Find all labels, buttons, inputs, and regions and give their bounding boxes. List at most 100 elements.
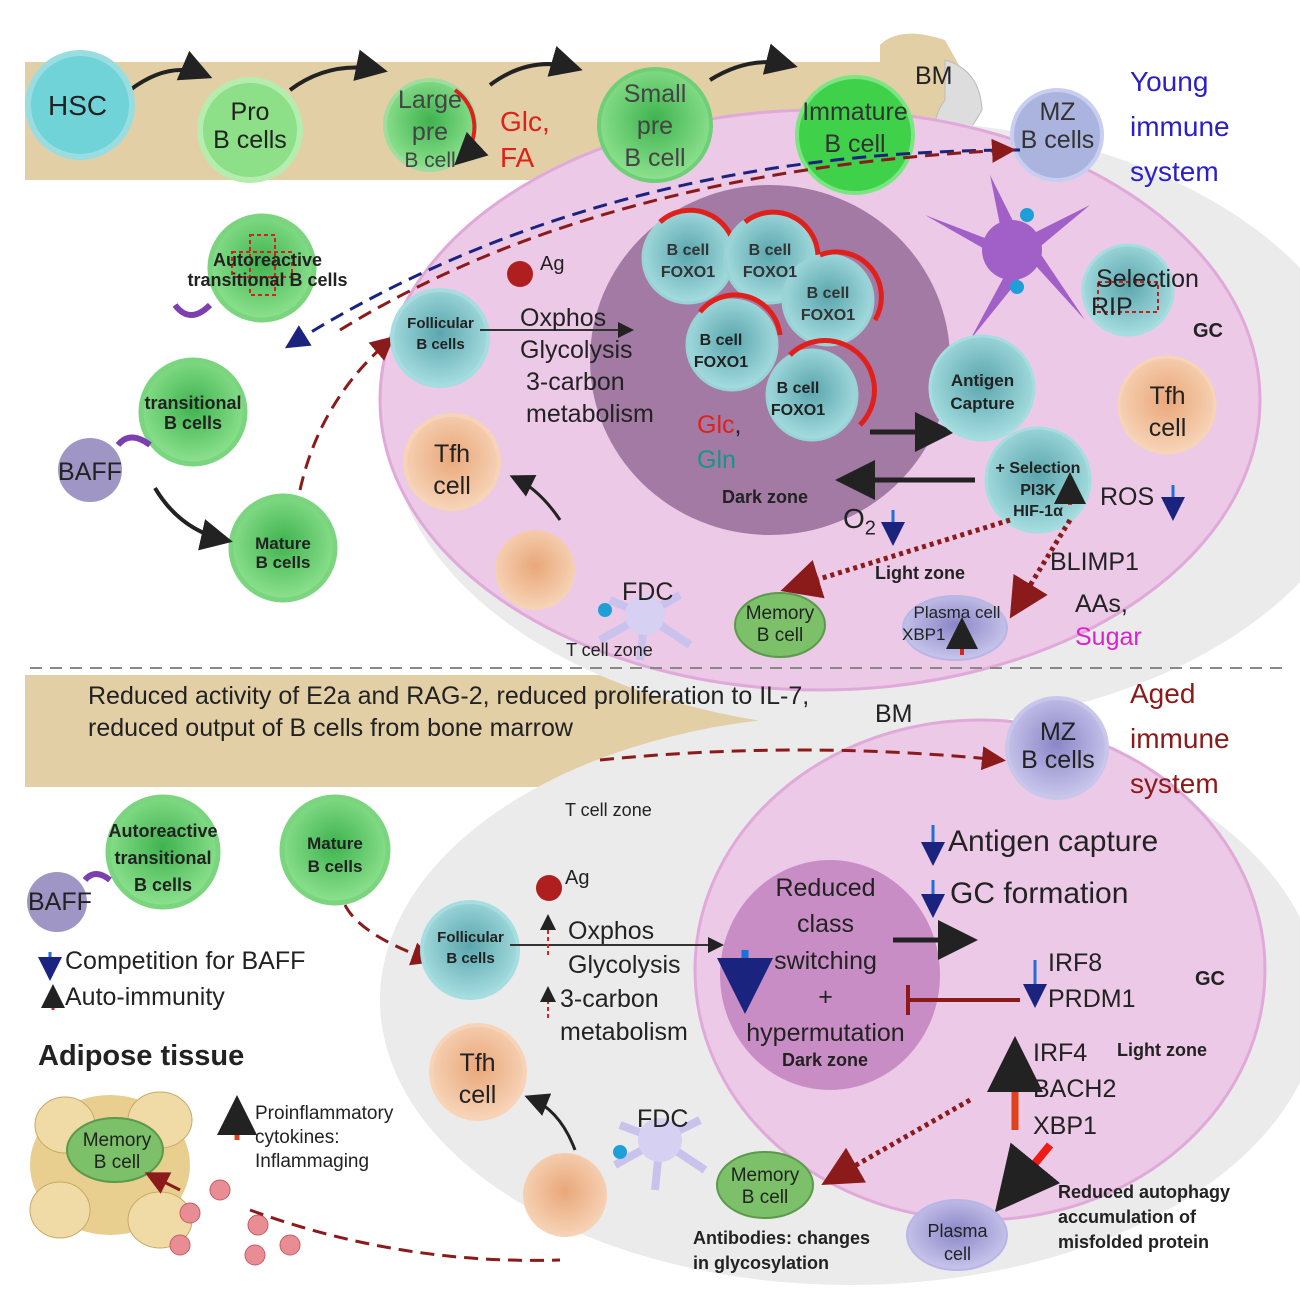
dz-bcell-1-b: FOXO1 <box>660 263 716 281</box>
young-hif: HIF-1α <box>1013 503 1063 521</box>
immature-b-2: B cell <box>824 130 886 158</box>
aged-rs-5: hypermutation <box>746 1019 905 1047</box>
aged-rs-4: + <box>818 982 833 1011</box>
young-baff <box>58 438 122 502</box>
young-gc-tfh <box>1117 355 1217 455</box>
young-gc-tfh-label: Tfh cell <box>1130 380 1205 444</box>
young-oxphos: Oxphos <box>520 304 607 332</box>
aged-tfh-1: Tfh <box>459 1049 496 1077</box>
young-gc-tfh-1: Tfh <box>1149 382 1186 410</box>
young-gln: Gln <box>697 446 736 474</box>
large-pre-b-label: Large pre B cell <box>375 84 485 175</box>
young-antigen <box>507 261 533 287</box>
aged-plasma-2: cell <box>943 1243 971 1264</box>
young-glc: Glc <box>697 411 735 439</box>
young-mz-1: MZ <box>1039 98 1076 126</box>
pro-b-cell <box>197 77 303 183</box>
aged-xbp1: XBP1 <box>1033 1111 1097 1140</box>
aged-bm-note-1: Reduced activity of E2a and RAG-2, reduc… <box>88 682 810 710</box>
large-pre-b-1: Large <box>398 86 462 114</box>
small-pre-b-2: pre <box>636 112 674 140</box>
pro-b-label: Pro B cells <box>200 98 300 154</box>
pro-b-label-2: B cells <box>213 126 287 154</box>
young-ros-label: ROS <box>1100 483 1155 511</box>
young-gc-tfh-2: cell <box>1148 414 1187 442</box>
young-3carbon: 3-carbon <box>526 368 625 396</box>
aged-autoreactive-cell <box>105 794 221 910</box>
young-fdc-label: FDC <box>622 578 674 606</box>
adipose-label: Adipose tissue <box>38 1040 245 1072</box>
dendritic-cell-young <box>925 175 1090 340</box>
aged-bm-label: BM <box>875 700 913 728</box>
dz-bcell-1-a: B cell <box>666 242 710 259</box>
aged-baff <box>27 872 87 932</box>
aged-dark-zone <box>720 860 940 1090</box>
young-tfh-cell-2 <box>495 530 575 610</box>
aged-ag-label: Ag <box>565 867 590 889</box>
aged-rs-1: Reduced <box>775 874 876 902</box>
aged-tfh-cell-2 <box>523 1153 607 1237</box>
dz-bcell-4-b: FOXO1 <box>693 353 749 371</box>
aged-mz-1: MZ <box>1039 718 1077 746</box>
aged-tfh-cell <box>429 1023 527 1121</box>
aged-proinf-2: cytokines: <box>255 1126 340 1148</box>
dz-bcell-3-b: FOXO1 <box>800 306 856 324</box>
young-glc-line: Glc, <box>697 408 741 443</box>
young-t-cell-zone: T cell zone <box>566 640 653 660</box>
dz-bcell-5-b: FOXO1 <box>770 401 826 419</box>
glc-label: Glc, <box>500 106 550 137</box>
cytokine-dots <box>169 1179 301 1266</box>
aged-bm-note: Reduced activity of E2a and RAG-2, reduc… <box>88 680 809 744</box>
immature-b-cell <box>795 75 915 195</box>
aged-reduced-switching: Reduced class switching + hypermutation <box>728 870 923 1051</box>
young-baff-label: BAFF <box>58 458 122 486</box>
aged-irf8-prdm1: IRF8 PRDM1 <box>1048 945 1136 1018</box>
aged-memory-1: Memory <box>730 1165 800 1186</box>
young-antigen-capture-2: Capture <box>950 393 1015 413</box>
young-mz-b-cell <box>1010 88 1104 182</box>
young-ag-label: Ag <box>540 253 565 275</box>
aged-autoreactive-label: Autoreactive transitional B cells <box>100 818 226 899</box>
young-memory-b <box>734 592 826 658</box>
aged-irf8: IRF8 <box>1048 949 1103 977</box>
young-pi3k: PI3K <box>1020 481 1056 499</box>
young-title-line-3: system <box>1130 155 1219 187</box>
dz-bcell-5: B cell FOXO1 <box>765 378 831 421</box>
dz-bcell-2: B cell FOXO1 <box>737 240 803 283</box>
aged-3carbon: 3-carbon <box>560 984 659 1013</box>
dz-bcell-2-a: B cell <box>748 242 792 259</box>
aged-title: Aged immune system <box>1130 672 1230 806</box>
immature-b-label: Immature B cell <box>790 96 920 160</box>
adipose-memory-2: B cell <box>93 1151 141 1173</box>
young-aas: AAs, <box>1075 590 1128 618</box>
aged-rs-2: class <box>797 910 854 939</box>
young-transitional-cell <box>138 357 248 467</box>
young-autoreactive-1: Autoreactive <box>212 250 323 270</box>
aged-bm-note-2: reduced output of B cells from bone marr… <box>88 714 573 742</box>
aged-title-1: Aged <box>1130 678 1196 709</box>
small-pre-b-cell <box>597 67 713 183</box>
young-follicular-cell <box>390 288 490 388</box>
dz-bcell-4-a: B cell <box>699 332 743 349</box>
dz-bcell-5-a: B cell <box>776 380 820 397</box>
young-title-line-2: immune <box>1130 110 1230 142</box>
young-memory-2: B cell <box>756 624 804 646</box>
pro-b-label-1: Pro <box>230 98 270 126</box>
aged-mature-cell <box>279 794 391 906</box>
young-memory-1: Memory <box>745 603 815 624</box>
young-tfh-2: cell <box>433 472 471 500</box>
aged-mz-2: B cells <box>1021 746 1095 774</box>
young-metabolism: Oxphos Glycolysis 3-carbon metabolism <box>520 302 654 430</box>
aged-title-3: system <box>1130 767 1219 799</box>
young-selection-label: Selection <box>1096 265 1199 293</box>
aged-plasma-label: Plasma cell <box>920 1220 995 1265</box>
glc-fa-label: Glc, FA <box>500 104 550 177</box>
young-autoreactive-2: transitional B cells <box>187 270 348 291</box>
young-antigen-capture-1: Antigen <box>950 371 1015 390</box>
young-glc-comma: , <box>734 411 742 439</box>
young-transitional-label: transitional B cells <box>133 393 253 433</box>
young-o2-sub: 2 <box>864 517 876 540</box>
aged-rs-3: switching <box>774 946 877 975</box>
aged-irf4: IRF4 <box>1033 1039 1088 1067</box>
